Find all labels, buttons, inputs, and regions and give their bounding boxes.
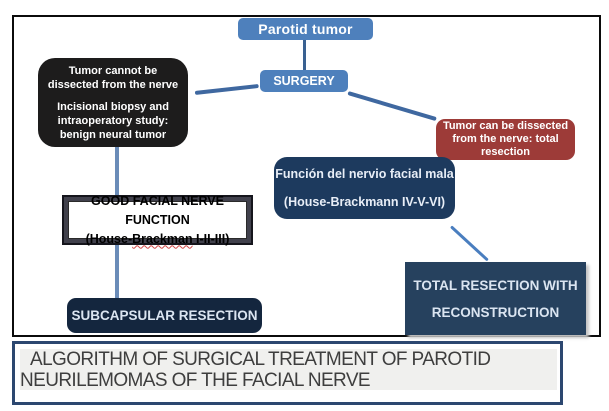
- incisional-biopsy-text: Incisional biopsy and intraoperatory stu…: [57, 100, 169, 141]
- good-function-line2-misspelled-word: Brackman: [132, 231, 193, 246]
- total-resection-line1: TOTAL RESECTION WITH: [413, 277, 578, 293]
- can-dissect-text: Tumor can be dissected from the nerve: t…: [442, 120, 569, 158]
- caption-highlight-background: ALGORITHM OF SURGICAL TREATMENT OF PAROT…: [20, 348, 557, 391]
- caption-line2: NEURILEMOMAS OF THE FACIAL NERVE: [20, 369, 371, 391]
- good-function-line2: (House-Brackman I-II-III): [86, 230, 230, 249]
- good-function-line2-suffix: I-II-III): [192, 231, 230, 246]
- node-total-resection-with-reconstruction: TOTAL RESECTION WITH RECONSTRUCTION: [405, 262, 586, 335]
- node-funcion-nervio-facial-mala: Función del nervio facial mala (House-Br…: [274, 157, 455, 219]
- node-good-facial-nerve-function: GOOD FACIAL NERVE FUNCTION (House-Brackm…: [62, 194, 253, 246]
- node-tumor-can-be-dissected: Tumor can be dissected from the nerve: t…: [436, 119, 575, 160]
- cannot-dissect-text: Tumor cannot be dissected from the nerve: [47, 64, 179, 91]
- funcion-line2: (House-Brackmann IV-V-VI): [283, 195, 446, 209]
- diagram-border: [12, 15, 601, 337]
- connector-parotid-to-surgery: [303, 40, 306, 70]
- node-subcapsular-resection: SUBCAPSULAR RESECTION: [67, 298, 262, 333]
- good-function-line2-prefix: (House-: [85, 231, 133, 246]
- caption-line1: ALGORITHM OF SURGICAL TREATMENT OF PAROT…: [30, 348, 491, 370]
- total-resection-line2: RECONSTRUCTION: [431, 304, 560, 320]
- node-parotid-tumor-label: Parotid tumor: [258, 21, 353, 37]
- node-parotid-tumor: Parotid tumor: [238, 18, 373, 40]
- connector-good-function-to-subcapsular: [115, 245, 119, 298]
- figure-caption-box: ALGORITHM OF SURGICAL TREATMENT OF PAROT…: [12, 341, 563, 405]
- good-function-inner-panel: GOOD FACIAL NERVE FUNCTION (House-Brackm…: [68, 194, 247, 246]
- good-function-line1: GOOD FACIAL NERVE FUNCTION: [91, 193, 224, 227]
- node-surgery: SURGERY: [260, 70, 348, 92]
- connector-cannot-dissect-to-good-function: [115, 147, 119, 195]
- funcion-line1: Función del nervio facial mala: [275, 167, 454, 181]
- node-surgery-label: SURGERY: [273, 74, 335, 88]
- node-tumor-cannot-be-dissected: Tumor cannot be dissected from the nerve…: [38, 58, 188, 147]
- subcapsular-label: SUBCAPSULAR RESECTION: [71, 308, 258, 323]
